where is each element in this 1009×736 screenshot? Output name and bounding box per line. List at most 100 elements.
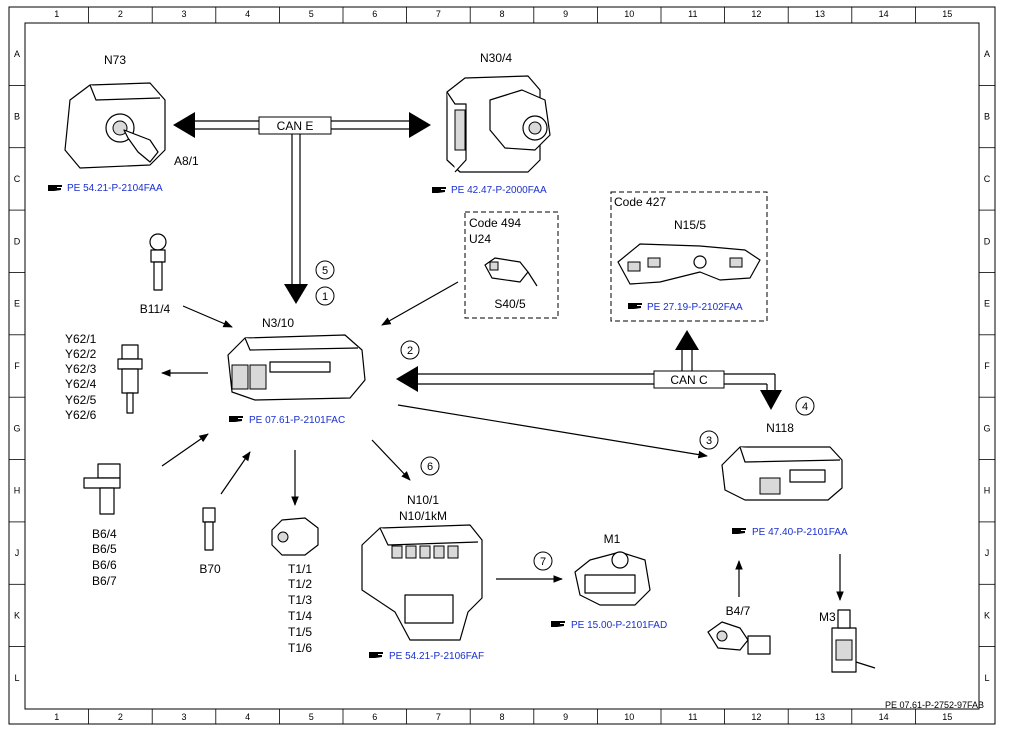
grid-row-F-right: F (984, 361, 990, 371)
grid-col-8-top: 8 (499, 9, 504, 19)
circled-markers: 5 1 2 3 4 6 7 (315, 260, 815, 571)
grid-col-14-top: 14 (879, 9, 889, 19)
grid-row-B-right: B (984, 112, 990, 122)
marker-7: 7 (540, 556, 546, 568)
m3-label: M3 (819, 610, 836, 624)
signal-arrows (161, 281, 844, 601)
grid-col-11-bottom: 11 (688, 712, 697, 722)
grid-row-L-right: L (984, 673, 989, 683)
pointing-hand-icon (432, 187, 446, 193)
t1-6-label: T1/6 (288, 641, 312, 655)
grid-row-J-left: J (15, 548, 20, 558)
grid-col-2-top: 2 (118, 9, 123, 19)
grid-col-15-bottom: 15 (942, 712, 952, 722)
code-427-box: Code 427 N15/5 PE 27.19-P-2102FAA (610, 191, 768, 322)
b4-7-sensor: B4/7 (707, 604, 771, 655)
frame: 1122334455667788991010111112121313141415… (8, 6, 996, 725)
grid-col-1-bottom: 1 (54, 712, 59, 722)
y62-4-label: Y62/4 (65, 377, 97, 391)
document-number: PE 07.61-P-2752-97FAB (885, 700, 984, 710)
grid-col-1-top: 1 (54, 9, 59, 19)
y62-5-label: Y62/5 (65, 393, 97, 407)
s40-5-label: S40/5 (494, 297, 526, 311)
marker-3: 3 (706, 435, 712, 447)
grid-col-10-top: 10 (624, 9, 634, 19)
b4-7-label: B4/7 (726, 604, 751, 618)
marker-2: 2 (407, 345, 413, 357)
n30-4-label: N30/4 (480, 51, 512, 65)
grid-col-9-bottom: 9 (563, 712, 568, 722)
b6-4-label: B6/4 (92, 527, 117, 541)
grid-col-13-bottom: 13 (815, 712, 825, 722)
n3-10-label: N3/10 (262, 316, 294, 330)
pointing-hand-icon (732, 528, 746, 534)
grid-row-A-left: A (14, 49, 20, 59)
grid-row-H-left: H (14, 486, 21, 496)
b6-5-label: B6/5 (92, 542, 117, 556)
can-e-label: CAN E (277, 119, 314, 133)
grid-col-3-bottom: 3 (181, 712, 186, 722)
b6-7-label: B6/7 (92, 574, 117, 588)
code-427-label: Code 427 (614, 195, 666, 209)
grid-col-3-top: 3 (181, 9, 186, 19)
n30-4-ref: PE 42.47-P-2000FAA (451, 185, 547, 196)
n118-control-unit: N118 PE 47.40-P-2101FAA (721, 421, 848, 538)
y62-3-label: Y62/3 (65, 362, 97, 376)
n15-5-ref: PE 27.19-P-2102FAA (647, 302, 743, 313)
n10-1-ref: PE 54.21-P-2106FAF (389, 651, 484, 662)
grid-col-12-bottom: 12 (751, 712, 761, 722)
t1-5-label: T1/5 (288, 625, 312, 639)
marker-5: 5 (322, 265, 328, 277)
t1-3-label: T1/3 (288, 593, 312, 607)
m3-fuel-pump: M3 (819, 609, 876, 673)
b6-sensor: B6/4 B6/5 B6/6 B6/7 (83, 463, 121, 588)
grid-row-G-left: G (13, 423, 20, 433)
grid-row-F-left: F (14, 361, 20, 371)
n30-4-esp-unit: N30/4 PE 42.47-P-2000FAA (432, 51, 551, 196)
pointing-hand-icon (551, 621, 565, 627)
marker-4: 4 (802, 401, 808, 413)
can-e-bus: CAN E (173, 112, 431, 304)
grid-col-15-top: 15 (942, 9, 952, 19)
m1-label: M1 (604, 532, 621, 546)
n3-10-ref: PE 07.61-P-2101FAC (249, 415, 345, 426)
n73-ignition-switch: N73 A8/1 PE 54.21-P-2104FAA (48, 53, 199, 194)
y62-6-label: Y62/6 (65, 408, 97, 422)
grid-col-12-top: 12 (751, 9, 761, 19)
grid-col-6-top: 6 (372, 9, 377, 19)
n10-1km-label: N10/1kM (399, 509, 447, 523)
grid-row-K-right: K (984, 611, 990, 621)
code-494-box: Code 494 U24 S40/5 (464, 211, 559, 319)
n3-10-control-unit: N3/10 PE 07.61-P-2101FAC (227, 316, 366, 426)
grid-row-D-left: D (14, 236, 21, 246)
m1-starter: M1 PE 15.00-P-2101FAD (551, 532, 667, 631)
grid-col-6-bottom: 6 (372, 712, 377, 722)
b70-sensor: B70 (199, 507, 221, 576)
grid-row-J-right: J (985, 548, 990, 558)
b11-4-sensor: B11/4 (140, 233, 171, 316)
marker-6: 6 (427, 461, 433, 473)
y62-1-label: Y62/1 (65, 332, 97, 346)
can-c-label: CAN C (670, 373, 708, 387)
code-494-label: Code 494 (469, 216, 521, 230)
n73-label: N73 (104, 53, 126, 67)
grid-row-E-left: E (14, 299, 20, 309)
t1-ignition-coil: T1/1 T1/2 T1/3 T1/4 T1/5 T1/6 (271, 517, 319, 655)
marker-1: 1 (322, 291, 328, 303)
can-c-bus: CAN C (396, 330, 782, 410)
b11-4-label: B11/4 (140, 302, 171, 316)
n10-1-label: N10/1 (407, 493, 439, 507)
a8-1-label: A8/1 (174, 154, 199, 168)
grid-row-H-right: H (984, 486, 991, 496)
grid-col-4-top: 4 (245, 9, 250, 19)
grid-col-10-bottom: 10 (624, 712, 634, 722)
grid-col-14-bottom: 14 (879, 712, 889, 722)
y62-injector: Y62/1 Y62/2 Y62/3 Y62/4 Y62/5 Y62/6 (65, 332, 143, 422)
grid-row-C-left: C (14, 174, 21, 184)
grid-col-11-top: 11 (688, 9, 697, 19)
b6-6-label: B6/6 (92, 558, 117, 572)
grid-row-G-right: G (983, 423, 990, 433)
pointing-hand-icon (229, 416, 243, 422)
